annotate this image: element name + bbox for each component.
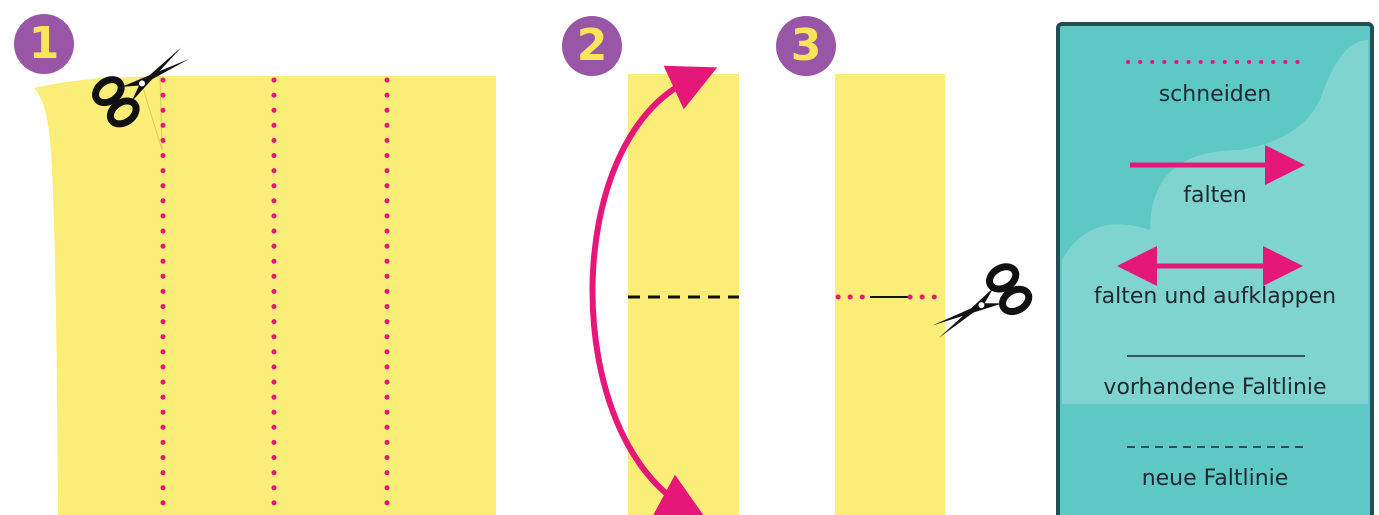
legend-label-existing-fold: vorhandene Faltlinie	[1103, 375, 1327, 400]
step-3-strip	[835, 74, 1033, 515]
legend-label-fold: falten	[1183, 183, 1247, 208]
cloud-decoration	[1062, 40, 1368, 404]
paper-strip-folded	[835, 74, 945, 515]
legend-label-new-fold: neue Faltlinie	[1141, 466, 1289, 491]
paper-strip	[628, 74, 739, 515]
paper-sheet	[34, 76, 496, 515]
legend-panel	[1056, 22, 1374, 515]
legend-label-cut: schneiden	[1158, 82, 1272, 107]
step-1-badge: 1	[14, 14, 74, 74]
step-3-badge: 3	[776, 16, 836, 76]
step-1-sheet	[34, 47, 496, 515]
scissors-icon	[932, 263, 1033, 338]
step-2-badge: 2	[562, 16, 622, 76]
legend-label-fold-unfold: falten und aufklappen	[1093, 284, 1337, 309]
step-2-strip	[589, 65, 739, 515]
fold-arrow	[589, 65, 718, 515]
